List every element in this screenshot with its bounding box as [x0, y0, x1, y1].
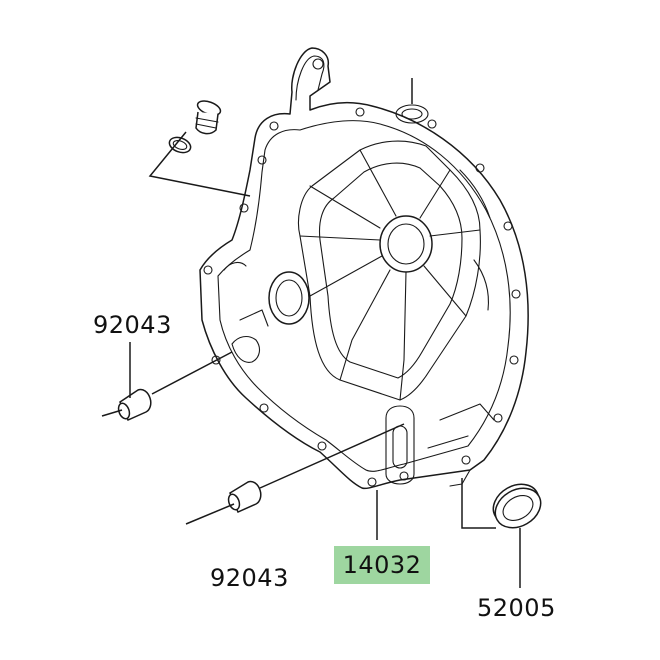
part-label-92043-upper: 92043: [93, 311, 172, 339]
part-label-14032[interactable]: 14032: [342, 551, 422, 579]
dowel-pin-92043-lower[interactable]: [227, 480, 262, 513]
oil-seal-52005[interactable]: [486, 476, 548, 535]
part-label-52005: 52005: [477, 594, 556, 622]
part-14032-highlight: [334, 546, 430, 584]
plug-with-o-ring[interactable]: [167, 98, 222, 155]
clutch-cover-14032[interactable]: [199, 47, 529, 490]
bolt-holes: [203, 107, 521, 487]
leader-lines: [101, 78, 521, 588]
part-label-92043-lower: 92043: [210, 564, 289, 592]
dowel-pin-92043-upper[interactable]: [117, 388, 152, 421]
